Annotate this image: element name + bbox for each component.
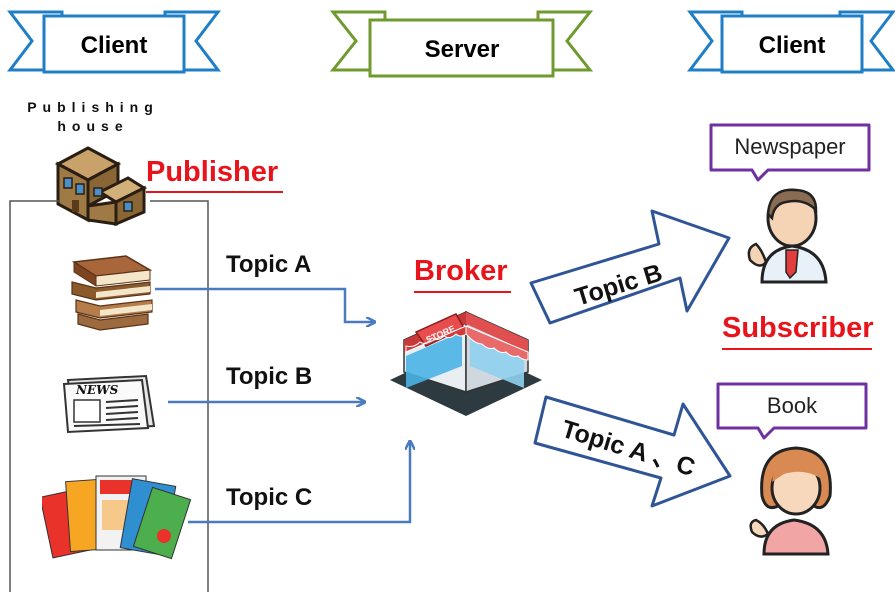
arrow-topic-b bbox=[529, 209, 731, 325]
publishing-house-caption-line2: house bbox=[57, 118, 129, 134]
publisher-label: Publisher bbox=[146, 156, 279, 188]
publishing-house-caption: Publishing house bbox=[18, 98, 168, 136]
book-stack-icon bbox=[71, 255, 153, 331]
broker-underline bbox=[414, 291, 511, 293]
client-banner-right-label: Client bbox=[759, 32, 826, 59]
newspaper-icon: NEWS bbox=[62, 374, 156, 434]
client-banner-right: Client bbox=[686, 10, 895, 74]
store-icon: STORE bbox=[390, 310, 542, 416]
publisher-frame bbox=[9, 200, 209, 592]
topic-c-label: Topic C bbox=[226, 484, 313, 511]
subscriber-label: Subscriber bbox=[722, 312, 874, 344]
broker-label: Broker bbox=[414, 255, 508, 287]
publishing-house-icon bbox=[54, 146, 148, 227]
subscriber-man-icon bbox=[747, 188, 828, 284]
subscriber-woman-icon bbox=[749, 446, 832, 556]
publisher-underline bbox=[146, 191, 283, 193]
subscriber-underline bbox=[722, 348, 872, 350]
callout-newspaper-text: Newspaper bbox=[734, 134, 845, 159]
arrow-topic-ac bbox=[533, 395, 732, 508]
flow-line-topic-a bbox=[155, 287, 374, 322]
client-banner-left: Client bbox=[6, 10, 222, 74]
client-banner-left-label: Client bbox=[81, 32, 148, 59]
flow-line-topic-c bbox=[188, 442, 410, 524]
publishing-house-caption-line1: Publishing bbox=[27, 99, 159, 115]
server-banner: Server bbox=[329, 10, 594, 78]
newspaper-sign: NEWS bbox=[75, 383, 119, 397]
magazines-icon bbox=[42, 475, 192, 560]
callout-book-text: Book bbox=[767, 393, 818, 418]
topic-b-label: Topic B bbox=[226, 363, 313, 390]
callout-newspaper: Newspaper bbox=[709, 123, 871, 182]
server-banner-label: Server bbox=[425, 36, 500, 63]
banner-layer: Client Server Client bbox=[6, 10, 895, 78]
topic-a-label: Topic A bbox=[226, 251, 312, 278]
callout-book: Book bbox=[716, 382, 868, 440]
